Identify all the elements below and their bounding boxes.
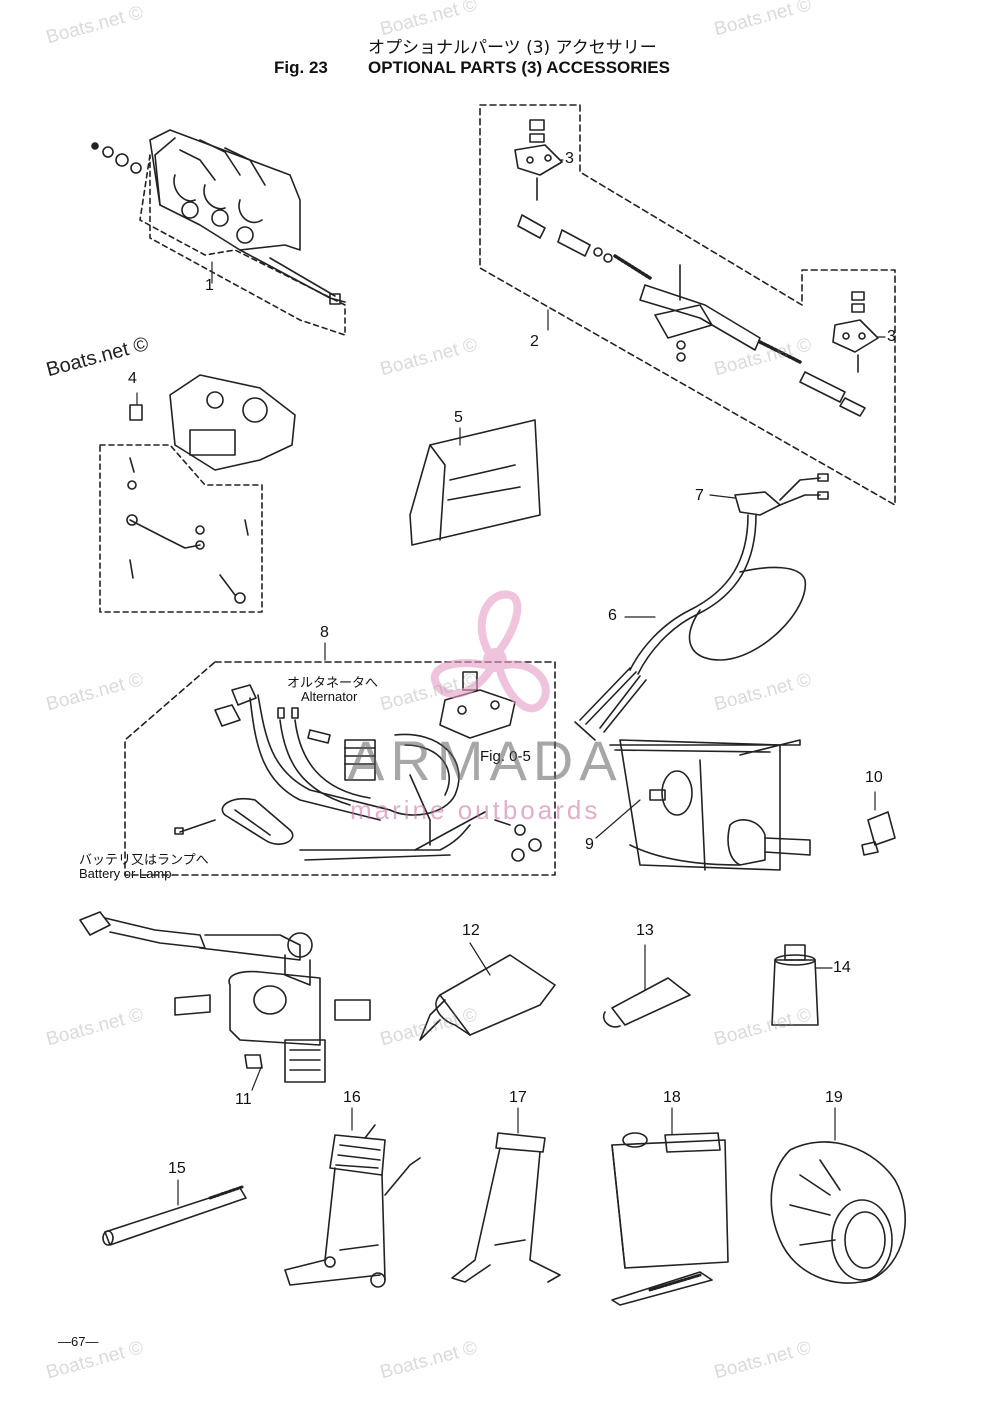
part-6-7-harness — [574, 473, 829, 741]
callout-11: 11 — [235, 1091, 252, 1108]
callout-7: 7 — [695, 487, 704, 504]
callout-4: 4 — [128, 370, 137, 387]
brand-propeller-logo — [430, 590, 550, 713]
brand-watermark-subtitle: marine outboards — [350, 795, 601, 825]
part-10-plug — [861, 791, 896, 856]
callout-1: 1 — [205, 277, 214, 294]
label-battery-en: Battery or Lamp — [79, 866, 172, 881]
part-18-oil-can — [611, 1107, 729, 1306]
part-4-fitting — [99, 374, 296, 613]
part-16-trolley — [284, 1107, 421, 1288]
callout-16: 16 — [343, 1089, 361, 1106]
callout-3-lower: 3 — [887, 328, 896, 345]
brand-watermark: ARMADA — [347, 729, 623, 792]
callout-18: 18 — [663, 1089, 681, 1106]
part-2-steering-link — [479, 104, 896, 506]
title-english: OPTIONAL PARTS (3) ACCESSORIES — [368, 58, 670, 77]
part-5-cover-bag — [409, 419, 541, 546]
part-19-propeller-hub — [770, 1107, 906, 1284]
part-13-small-tube — [602, 944, 691, 1028]
part-17-stand — [451, 1107, 561, 1283]
part-12-grease-tube — [419, 942, 556, 1041]
part-14-bottle — [771, 944, 833, 1026]
part-8-charging-kit — [124, 642, 556, 876]
label-battery-jp: バッテリ又はランプへ — [79, 852, 209, 867]
callout-10: 10 — [865, 769, 883, 786]
callout-13: 13 — [636, 922, 654, 939]
callout-14: 14 — [833, 959, 851, 976]
part-9-fitting — [595, 739, 811, 871]
callout-15: 15 — [168, 1160, 186, 1177]
callout-6: 6 — [608, 607, 617, 624]
part-1-cowling-bolt — [91, 129, 346, 336]
callout-19: 19 — [825, 1089, 843, 1106]
callout-5: 5 — [454, 409, 463, 426]
callout-2: 2 — [530, 333, 539, 350]
callout-8: 8 — [320, 624, 329, 641]
callout-9: 9 — [585, 836, 594, 853]
part-15-rod — [102, 1179, 247, 1246]
label-fig-reference: Fig. 0-5 — [480, 748, 531, 765]
callout-3-upper: 3 — [565, 150, 574, 167]
page-number: —67— — [58, 1334, 99, 1349]
title-japanese: オプショナルパーツ (3) アクセサリー — [368, 38, 657, 58]
callout-12: 12 — [462, 922, 480, 939]
label-alternator-jp: オルタネータへ — [287, 675, 379, 690]
figure-number: Fig. 23 — [274, 58, 328, 77]
part-11-remote-control — [79, 911, 371, 1091]
callout-17: 17 — [509, 1089, 527, 1106]
label-alternator-en: Alternator — [301, 689, 358, 704]
